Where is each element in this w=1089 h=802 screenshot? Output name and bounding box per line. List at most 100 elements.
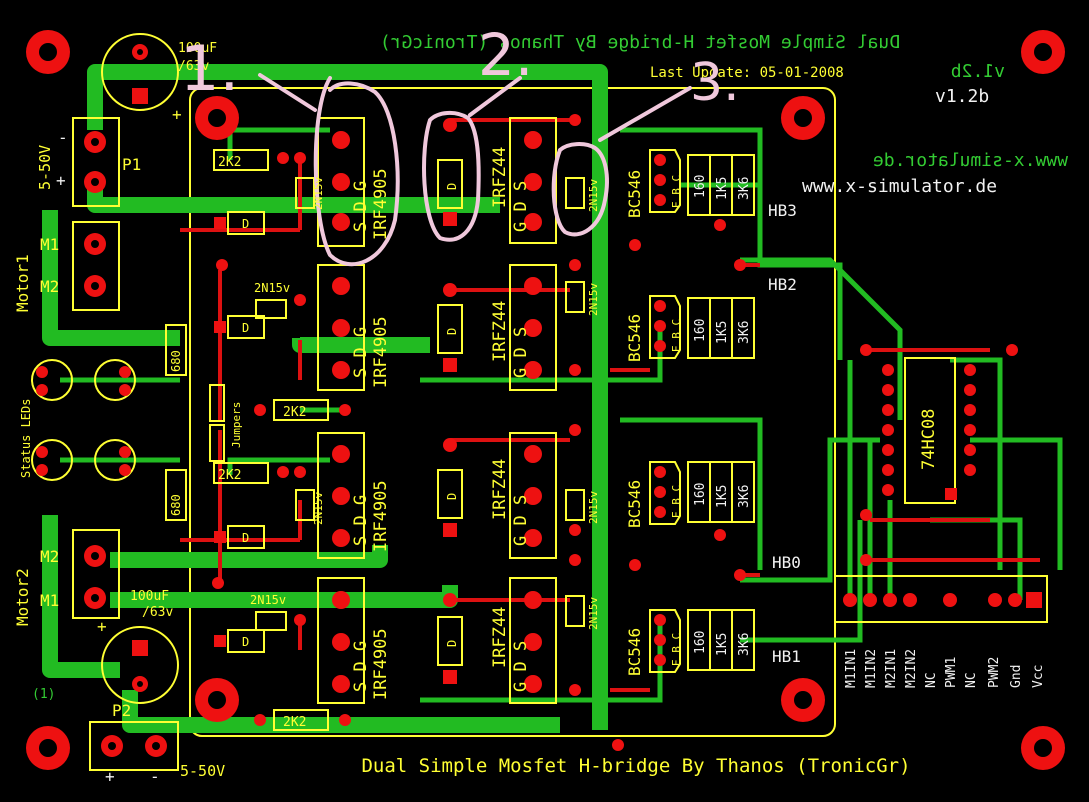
r1k5-1: 1K5 — [715, 177, 730, 200]
pin-label-7: NC — [964, 672, 979, 688]
r1k5-4: 1K5 — [715, 633, 730, 656]
r2k2-3: 2K2 — [218, 468, 241, 483]
zener-1: 2N15v — [312, 177, 325, 210]
r2k2-2: 2K2 — [283, 405, 306, 420]
website-mirrored: www.x-simulator.de — [873, 150, 1068, 171]
polarity-mark: (1) — [32, 687, 55, 702]
r160-2: 160 — [693, 319, 708, 342]
zener-2: 2N15v — [254, 281, 290, 295]
mosfet-n-packages — [509, 117, 557, 704]
capacitor-bottom — [101, 626, 179, 704]
small-components — [165, 149, 585, 731]
jumpers-label: Jumpers — [230, 402, 243, 448]
pin-label-9: Gnd — [1009, 665, 1024, 688]
diode-power-4: D — [445, 640, 459, 647]
mosfet-p-pins-3: S D G — [351, 495, 371, 546]
diode-power-1: D — [445, 183, 459, 190]
mosfet-n-pins-4: G D S — [511, 641, 531, 692]
cap-top-value: 100uF — [178, 41, 217, 56]
hb0-label: HB0 — [772, 553, 801, 572]
mosfet-pads — [332, 131, 542, 693]
mosfet-n-4: IRFZ44 — [490, 607, 510, 668]
mosfet-p-pins-4: S D G — [351, 641, 371, 692]
pin-label-5: NC — [924, 672, 939, 688]
p1-label: P1 — [122, 155, 141, 174]
diode-left-4: D — [242, 635, 249, 649]
resistor-groups — [687, 154, 755, 671]
mosfet-p-pins-2: S D G — [351, 327, 371, 378]
motor2-m2: M2 — [40, 547, 59, 566]
mosfet-p-2: IRF4905 — [371, 316, 391, 388]
ebc-2: E B C — [670, 319, 683, 352]
mosfet-p-pins-1: S D G — [351, 181, 371, 232]
annotation-3: 3. — [690, 53, 740, 113]
zener-8: 2N15v — [587, 597, 600, 630]
r3k6-4: 3K6 — [737, 633, 752, 656]
board-outline — [189, 87, 836, 737]
connector-strip — [834, 575, 1048, 623]
pin-label-1: M1IN1 — [844, 649, 859, 688]
r1k5-3: 1K5 — [715, 485, 730, 508]
ebc-4: E B C — [670, 633, 683, 666]
pin-label-10: Vcc — [1031, 665, 1046, 688]
p2-plus: + — [105, 767, 115, 786]
mosfet-n-pins-3: G D S — [511, 495, 531, 546]
r160-4: 160 — [693, 631, 708, 654]
r2k2-4: 2K2 — [283, 715, 306, 730]
last-update: Last Update: 05-01-2008 — [650, 65, 844, 81]
hand-annotations — [258, 73, 692, 267]
mosfet-n-1: IRFZ44 — [490, 147, 510, 208]
r680-bottom: 680 — [169, 494, 183, 516]
terminal-pads — [84, 131, 167, 757]
mosfet-n-3: IRFZ44 — [490, 459, 510, 520]
cap-bottom-voltage: /63v — [142, 605, 173, 620]
r1k5-2: 1K5 — [715, 321, 730, 344]
cap-top-voltage: /63v — [178, 59, 209, 74]
title-bottom: Dual Simple Mosfet H-bridge By Thanos (T… — [361, 755, 910, 777]
mosfet-p-3: IRF4905 — [371, 480, 391, 552]
p2-label: P2 — [112, 701, 131, 720]
p2-minus: - — [150, 767, 160, 786]
pin-label-6: PWM1 — [944, 657, 959, 688]
bc546-packages — [649, 149, 681, 673]
p1-plus: + — [56, 171, 66, 190]
signal-traces — [60, 127, 1063, 723]
r3k6-3: 3K6 — [737, 485, 752, 508]
zener-7: 2N15v — [587, 491, 600, 524]
diode-left-2: D — [242, 321, 249, 335]
hb2-label: HB2 — [768, 275, 797, 294]
hb3-label: HB3 — [768, 201, 797, 220]
pin-label-4: M2IN2 — [904, 649, 919, 688]
r160-3: 160 — [693, 483, 708, 506]
mosfet-p-4: IRF4905 — [371, 628, 391, 700]
bc546-4: BC546 — [625, 628, 644, 676]
vias — [212, 114, 1018, 751]
r680-top: 680 — [169, 350, 183, 372]
diode-left-3: D — [242, 531, 249, 545]
motor1-m2: M2 — [40, 277, 59, 296]
website: www.x-simulator.de — [802, 176, 997, 197]
diode-power-3: D — [445, 493, 459, 500]
zener-6: 2N15v — [587, 283, 600, 316]
terminal-blocks — [72, 117, 179, 771]
cap-top-plus: + — [172, 105, 182, 124]
mounting-holes — [26, 30, 1065, 770]
mosfet-n-2: IRFZ44 — [490, 301, 510, 362]
annotation-2: 2. — [478, 21, 533, 89]
zener-4: 2N15v — [250, 593, 286, 607]
motor1-label: Motor1 — [13, 254, 32, 312]
led-pads — [36, 366, 131, 476]
motor2-m1: M1 — [40, 591, 59, 610]
bc546-3: BC546 — [625, 480, 644, 528]
cap-bottom-value: 100uF — [130, 589, 169, 604]
annotation-1: 1. — [180, 32, 239, 105]
hb1-label: HB1 — [772, 647, 801, 666]
r2k2-1: 2K2 — [218, 155, 241, 170]
p1-minus: - — [58, 128, 68, 147]
capacitor-top — [101, 33, 179, 111]
motor1-m1: M1 — [40, 235, 59, 254]
left-diodes — [214, 211, 265, 653]
zener-3: 2N15v — [312, 492, 325, 525]
ic-label: 74HC08 — [919, 409, 939, 470]
pin-label-3: M2IN1 — [884, 649, 899, 688]
